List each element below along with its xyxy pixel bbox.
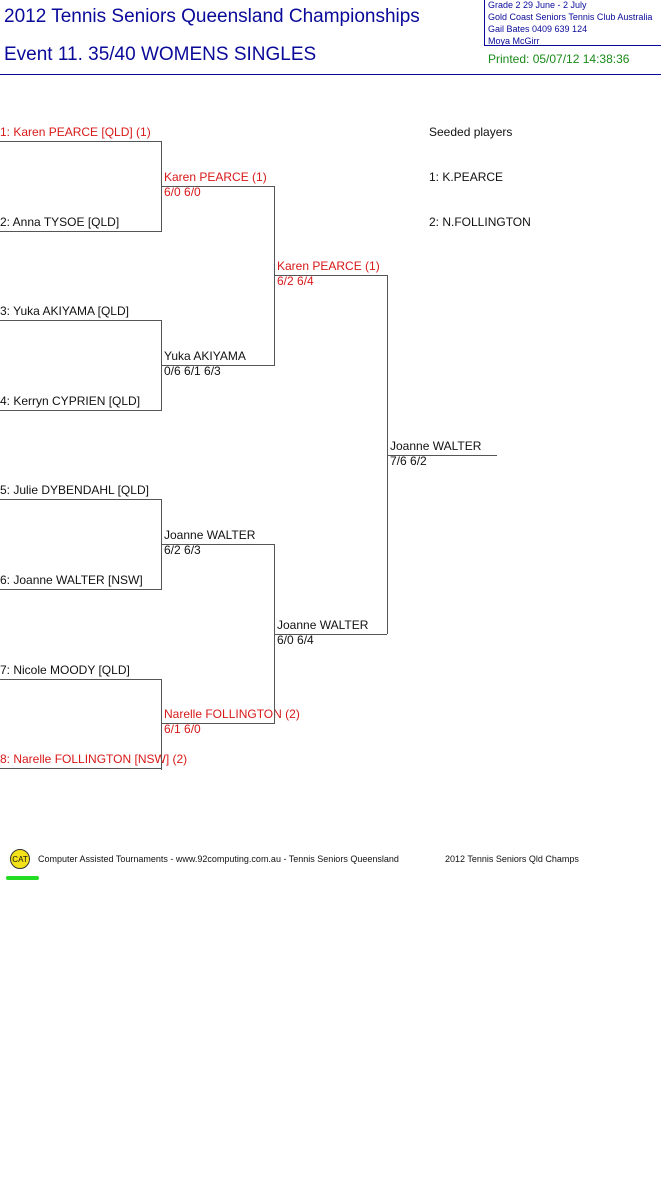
seeded-player-1: 1: K.PEARCE [429,170,504,184]
round1-line [0,679,161,680]
round1-line [0,499,161,500]
seeded-players-heading: Seeded players [429,125,513,139]
round1-line [0,589,161,590]
round3-player: Karen PEARCE (1) [277,259,380,273]
round1-player: 3: Yuka AKIYAMA [QLD] [0,304,129,318]
round3-score: 6/2 6/4 [277,274,314,288]
round3-connector [387,275,388,634]
round2-player: Narelle FOLLINGTON (2) [164,707,300,721]
round2-player: Joanne WALTER [164,528,256,542]
footer-credit: Computer Assisted Tournaments - www.92co… [38,854,399,864]
footer-tournament: 2012 Tennis Seniors Qld Champs [445,854,579,864]
winner-name: Joanne WALTER [390,439,482,453]
round3-score: 6/0 6/4 [277,633,314,647]
info-venue: Gold Coast Seniors Tennis Club Australia [488,12,653,22]
round1-line [0,768,161,769]
round1-player: 1: Karen PEARCE [QLD] (1) [0,125,151,139]
final-line [387,455,497,456]
round1-line [0,320,161,321]
info-grade-dates: Grade 2 29 June - 2 July [488,0,587,10]
round1-player: 6: Joanne WALTER [NSW] [0,573,143,587]
winner-score: 7/6 6/2 [390,454,427,468]
round2-score: 6/1 6/0 [164,722,201,736]
round2-player: Yuka AKIYAMA [164,349,246,363]
round1-player: 8: Narelle FOLLINGTON [NSW] (2) [0,752,188,766]
event-title: Event 11. 35/40 WOMENS SINGLES [4,44,317,65]
round1-player: 5: Julie DYBENDAHL [QLD] [0,483,149,497]
round2-line [161,365,274,366]
round3-line [274,634,387,635]
cat-logo-icon: CAT [10,849,30,869]
tournament-info-box: Grade 2 29 June - 2 July Gold Coast Seni… [484,0,661,46]
logo-underline [6,876,39,880]
round2-line [161,186,274,187]
header-divider [0,74,661,75]
round1-player: 2: Anna TYSOE [QLD] [0,215,120,229]
round2-score: 6/2 6/3 [164,543,201,557]
seeded-player-2: 2: N.FOLLINGTON [429,215,531,229]
round1-line [0,141,161,142]
round1-line [0,410,161,411]
page-title: 2012 Tennis Seniors Queensland Champions… [4,6,420,27]
round2-connector [274,186,275,366]
round2-score: 6/0 6/0 [164,185,201,199]
round2-line [161,544,274,545]
round1-line [0,231,161,232]
round1-player: 4: Kerryn CYPRIEN [QLD] [0,394,141,408]
round2-score: 0/6 6/1 6/3 [164,364,221,378]
round3-line [274,275,387,276]
printed-timestamp: Printed: 05/07/12 14:38:36 [488,52,630,66]
round1-connector [161,679,162,770]
round2-player: Karen PEARCE (1) [164,170,267,184]
round3-player: Joanne WALTER [277,618,369,632]
round2-line [161,723,274,724]
info-contact: Gail Bates 0409 639 124 [488,24,588,34]
round1-player: 7: Nicole MOODY [QLD] [0,663,130,677]
info-referee: Moya McGirr [488,36,540,46]
